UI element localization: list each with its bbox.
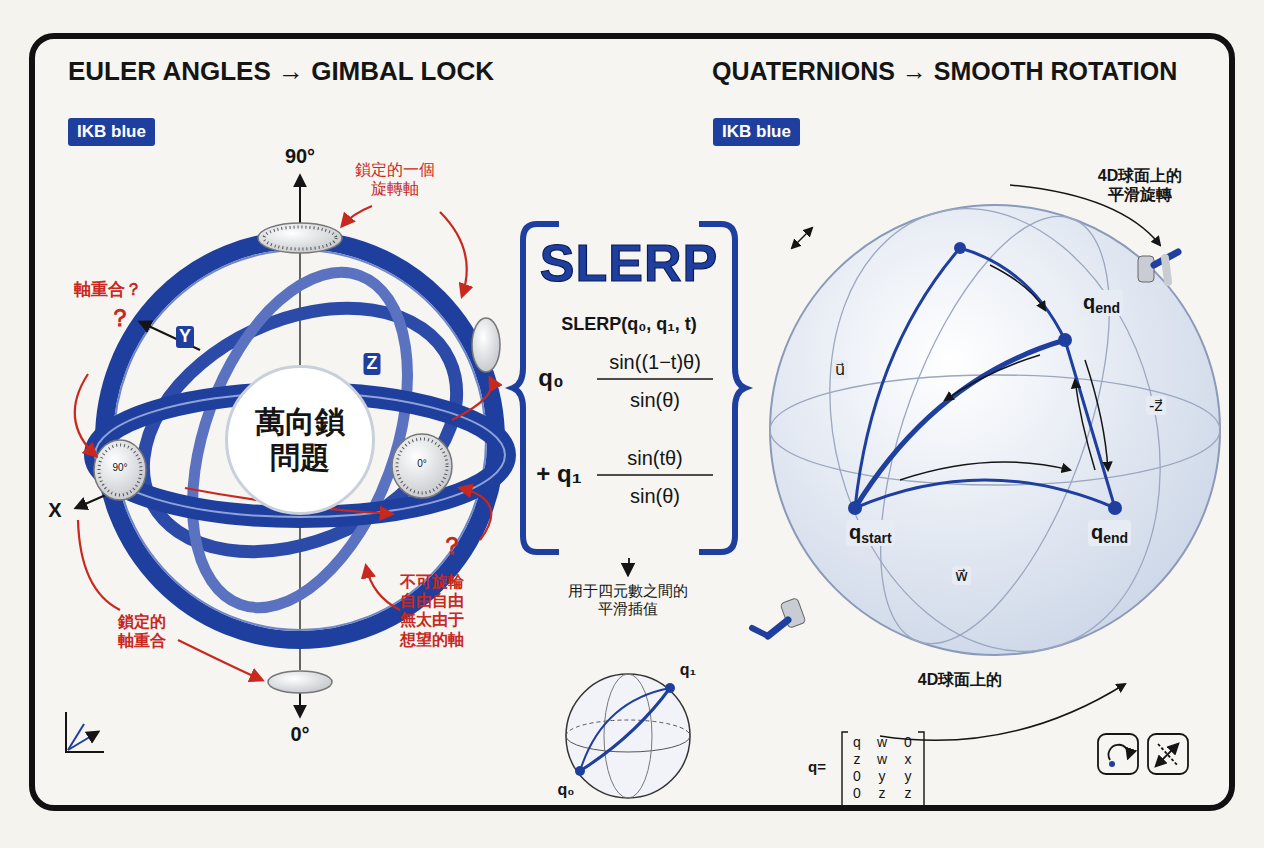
node-text: q₁	[680, 660, 696, 679]
label: z	[854, 751, 861, 768]
node-text: 用于四元數之間的 平滑插值	[563, 582, 693, 618]
node-text: sin(θ)	[630, 484, 680, 508]
node-text: IKB blue	[722, 122, 791, 142]
label: qend	[1088, 520, 1131, 546]
label: -z⃗	[1146, 396, 1166, 415]
label: 鎖定的一個 旋轉軸	[351, 160, 439, 198]
gimbal	[75, 176, 505, 716]
label: q	[853, 734, 861, 751]
label: u⃗	[832, 360, 848, 379]
connector-arrow	[628, 558, 629, 576]
label: w⃗	[952, 566, 971, 585]
label: Z	[364, 353, 381, 375]
label: x	[905, 751, 912, 768]
label: 4D球面上的	[918, 670, 1002, 689]
label: 90°	[285, 144, 315, 168]
label: y	[879, 768, 886, 785]
node-text: IKB blue	[77, 122, 146, 142]
frame	[32, 36, 1232, 808]
label: X	[48, 498, 61, 522]
label: 0	[853, 785, 861, 802]
axis-icon	[66, 712, 104, 752]
quaternion-sphere	[752, 171, 1220, 806]
node-text: q₀	[538, 364, 563, 393]
label: 軸重合？	[74, 280, 142, 300]
label: q=	[808, 758, 826, 776]
badge: IKB blue	[68, 118, 155, 146]
node-text: sin(tθ)	[627, 446, 683, 470]
label: 90°	[112, 462, 127, 474]
node-text: SLERP(q₀, q₁, t)	[561, 314, 697, 336]
label: w	[877, 751, 887, 768]
panel-title: EULER ANGLES → GIMBAL LOCK	[68, 56, 494, 87]
panel-title: QUATERNIONS → SMOOTH ROTATION	[712, 56, 1177, 86]
label: 0°	[290, 722, 309, 746]
label: w	[877, 734, 887, 751]
label: 不可旋輪 自由自由 無太由于 想望的軸	[397, 572, 467, 649]
label: 0	[853, 768, 861, 785]
label: z	[905, 785, 912, 802]
label: 0°	[417, 458, 427, 470]
center-circle: 萬向鎖 問題	[225, 365, 375, 515]
label: 0	[904, 734, 912, 751]
tool-icons	[1098, 734, 1188, 774]
node-text: + q₁	[536, 460, 581, 489]
label: 4D球面上的 平滑旋轉	[1088, 166, 1192, 204]
label: ？	[108, 304, 132, 333]
label: y	[905, 768, 912, 785]
badge: IKB blue	[713, 118, 800, 146]
node-text: q₀	[558, 780, 575, 799]
node-text: 萬向鎖 問題	[250, 404, 350, 476]
label: 鎖定的 軸重合	[115, 612, 169, 650]
slerp-box: SLERP SLERP(q₀, q₁, t) q₀ sin((1−t)θ) sin(θ)…	[515, 218, 743, 558]
label: qend	[1080, 290, 1123, 316]
label: z	[879, 785, 886, 802]
node-text: sin(θ)	[630, 388, 680, 412]
label: Y	[176, 326, 194, 348]
crank	[752, 252, 1178, 636]
label: qstart	[846, 520, 895, 546]
node-text: SLERP	[540, 232, 718, 294]
mini-sphere: 用于四元數之間的 平滑插值 q₀ q₁	[540, 576, 716, 808]
node-text: sin((1−t)θ)	[609, 350, 701, 374]
label: ？	[440, 532, 464, 561]
